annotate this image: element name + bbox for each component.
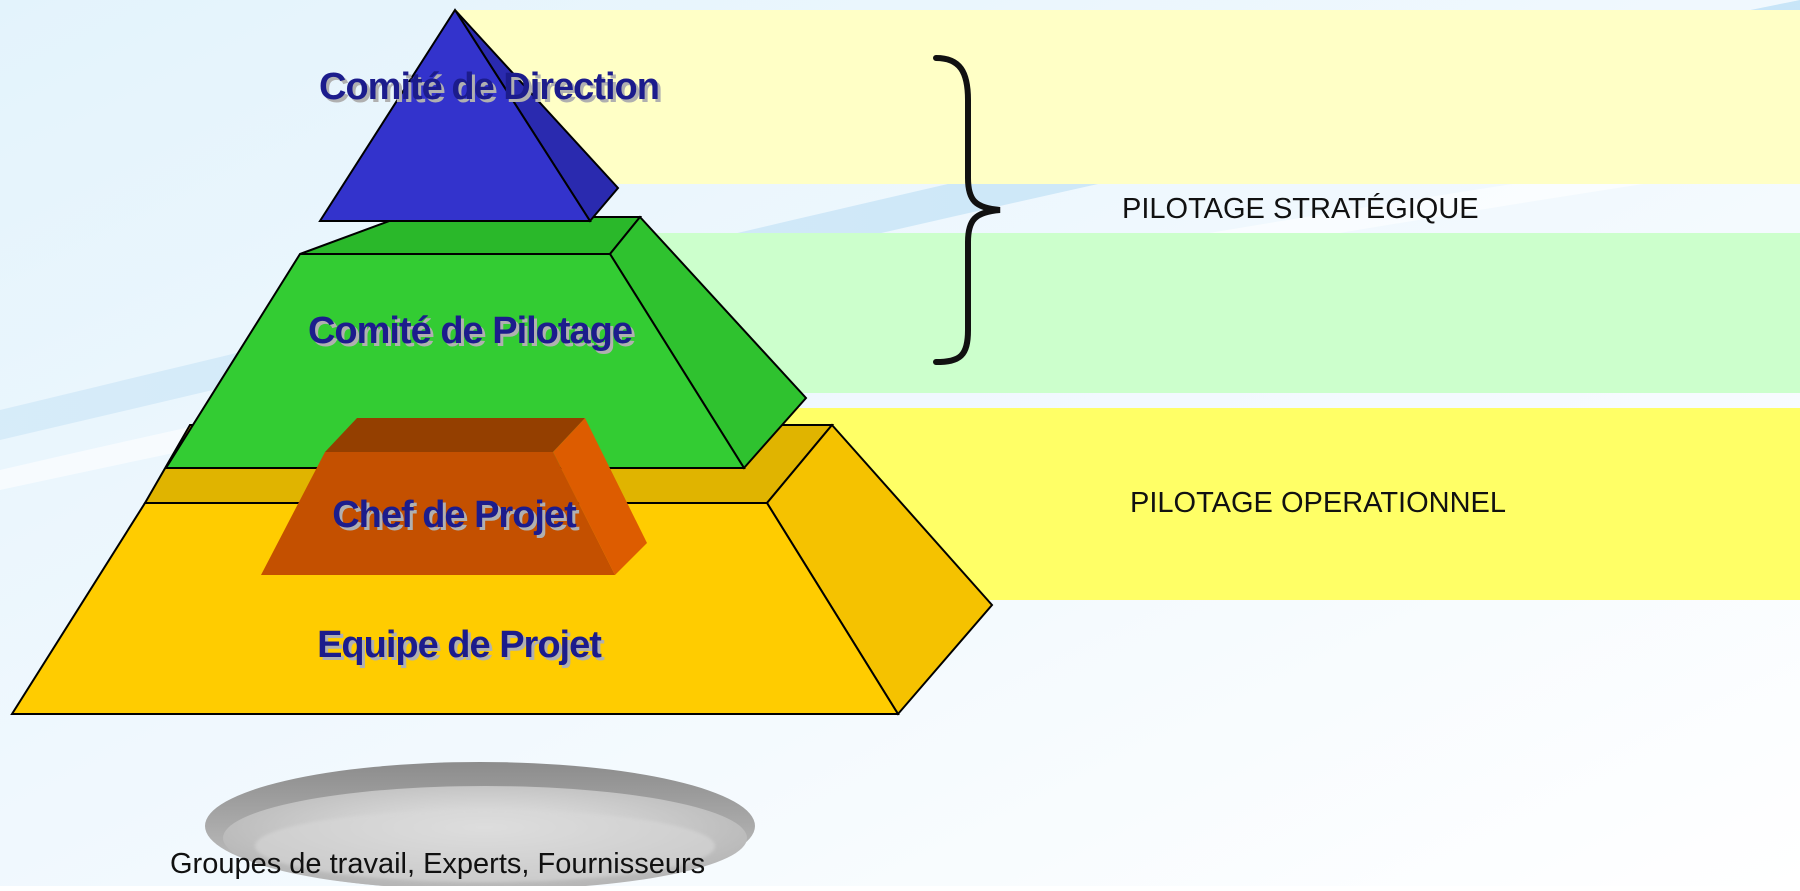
label-base: Groupes de travail, Experts, Fournisseur… bbox=[170, 848, 705, 880]
brace-strategic bbox=[933, 55, 1001, 365]
label-strategic: PILOTAGE STRATÉGIQUE bbox=[1122, 192, 1479, 225]
level-direction bbox=[318, 8, 620, 223]
label-equipe-shadow: Equipe de Projet bbox=[320, 627, 605, 669]
level-equipe bbox=[10, 423, 994, 716]
label-direction: Comité de Direction bbox=[319, 66, 659, 108]
label-direction-shadow: Comité de Direction bbox=[322, 69, 662, 111]
label-equipe: Equipe de Projet bbox=[317, 624, 602, 666]
base-disc bbox=[205, 762, 755, 890]
background-swoosh-light bbox=[0, 140, 1800, 490]
label-chef-shadow: Chef de Projet bbox=[335, 497, 580, 539]
band-pilotage bbox=[600, 233, 1800, 393]
label-operational: PILOTAGE OPERATIONNEL bbox=[1130, 487, 1506, 519]
level-chef bbox=[261, 418, 647, 575]
label-pilotage-shadow: Comité de Pilotage bbox=[311, 313, 635, 355]
label-chef: Chef de Projet bbox=[332, 494, 577, 536]
label-pilotage: Comité de Pilotage bbox=[308, 310, 632, 352]
level-pilotage bbox=[164, 215, 808, 470]
band-direction bbox=[455, 10, 1800, 184]
